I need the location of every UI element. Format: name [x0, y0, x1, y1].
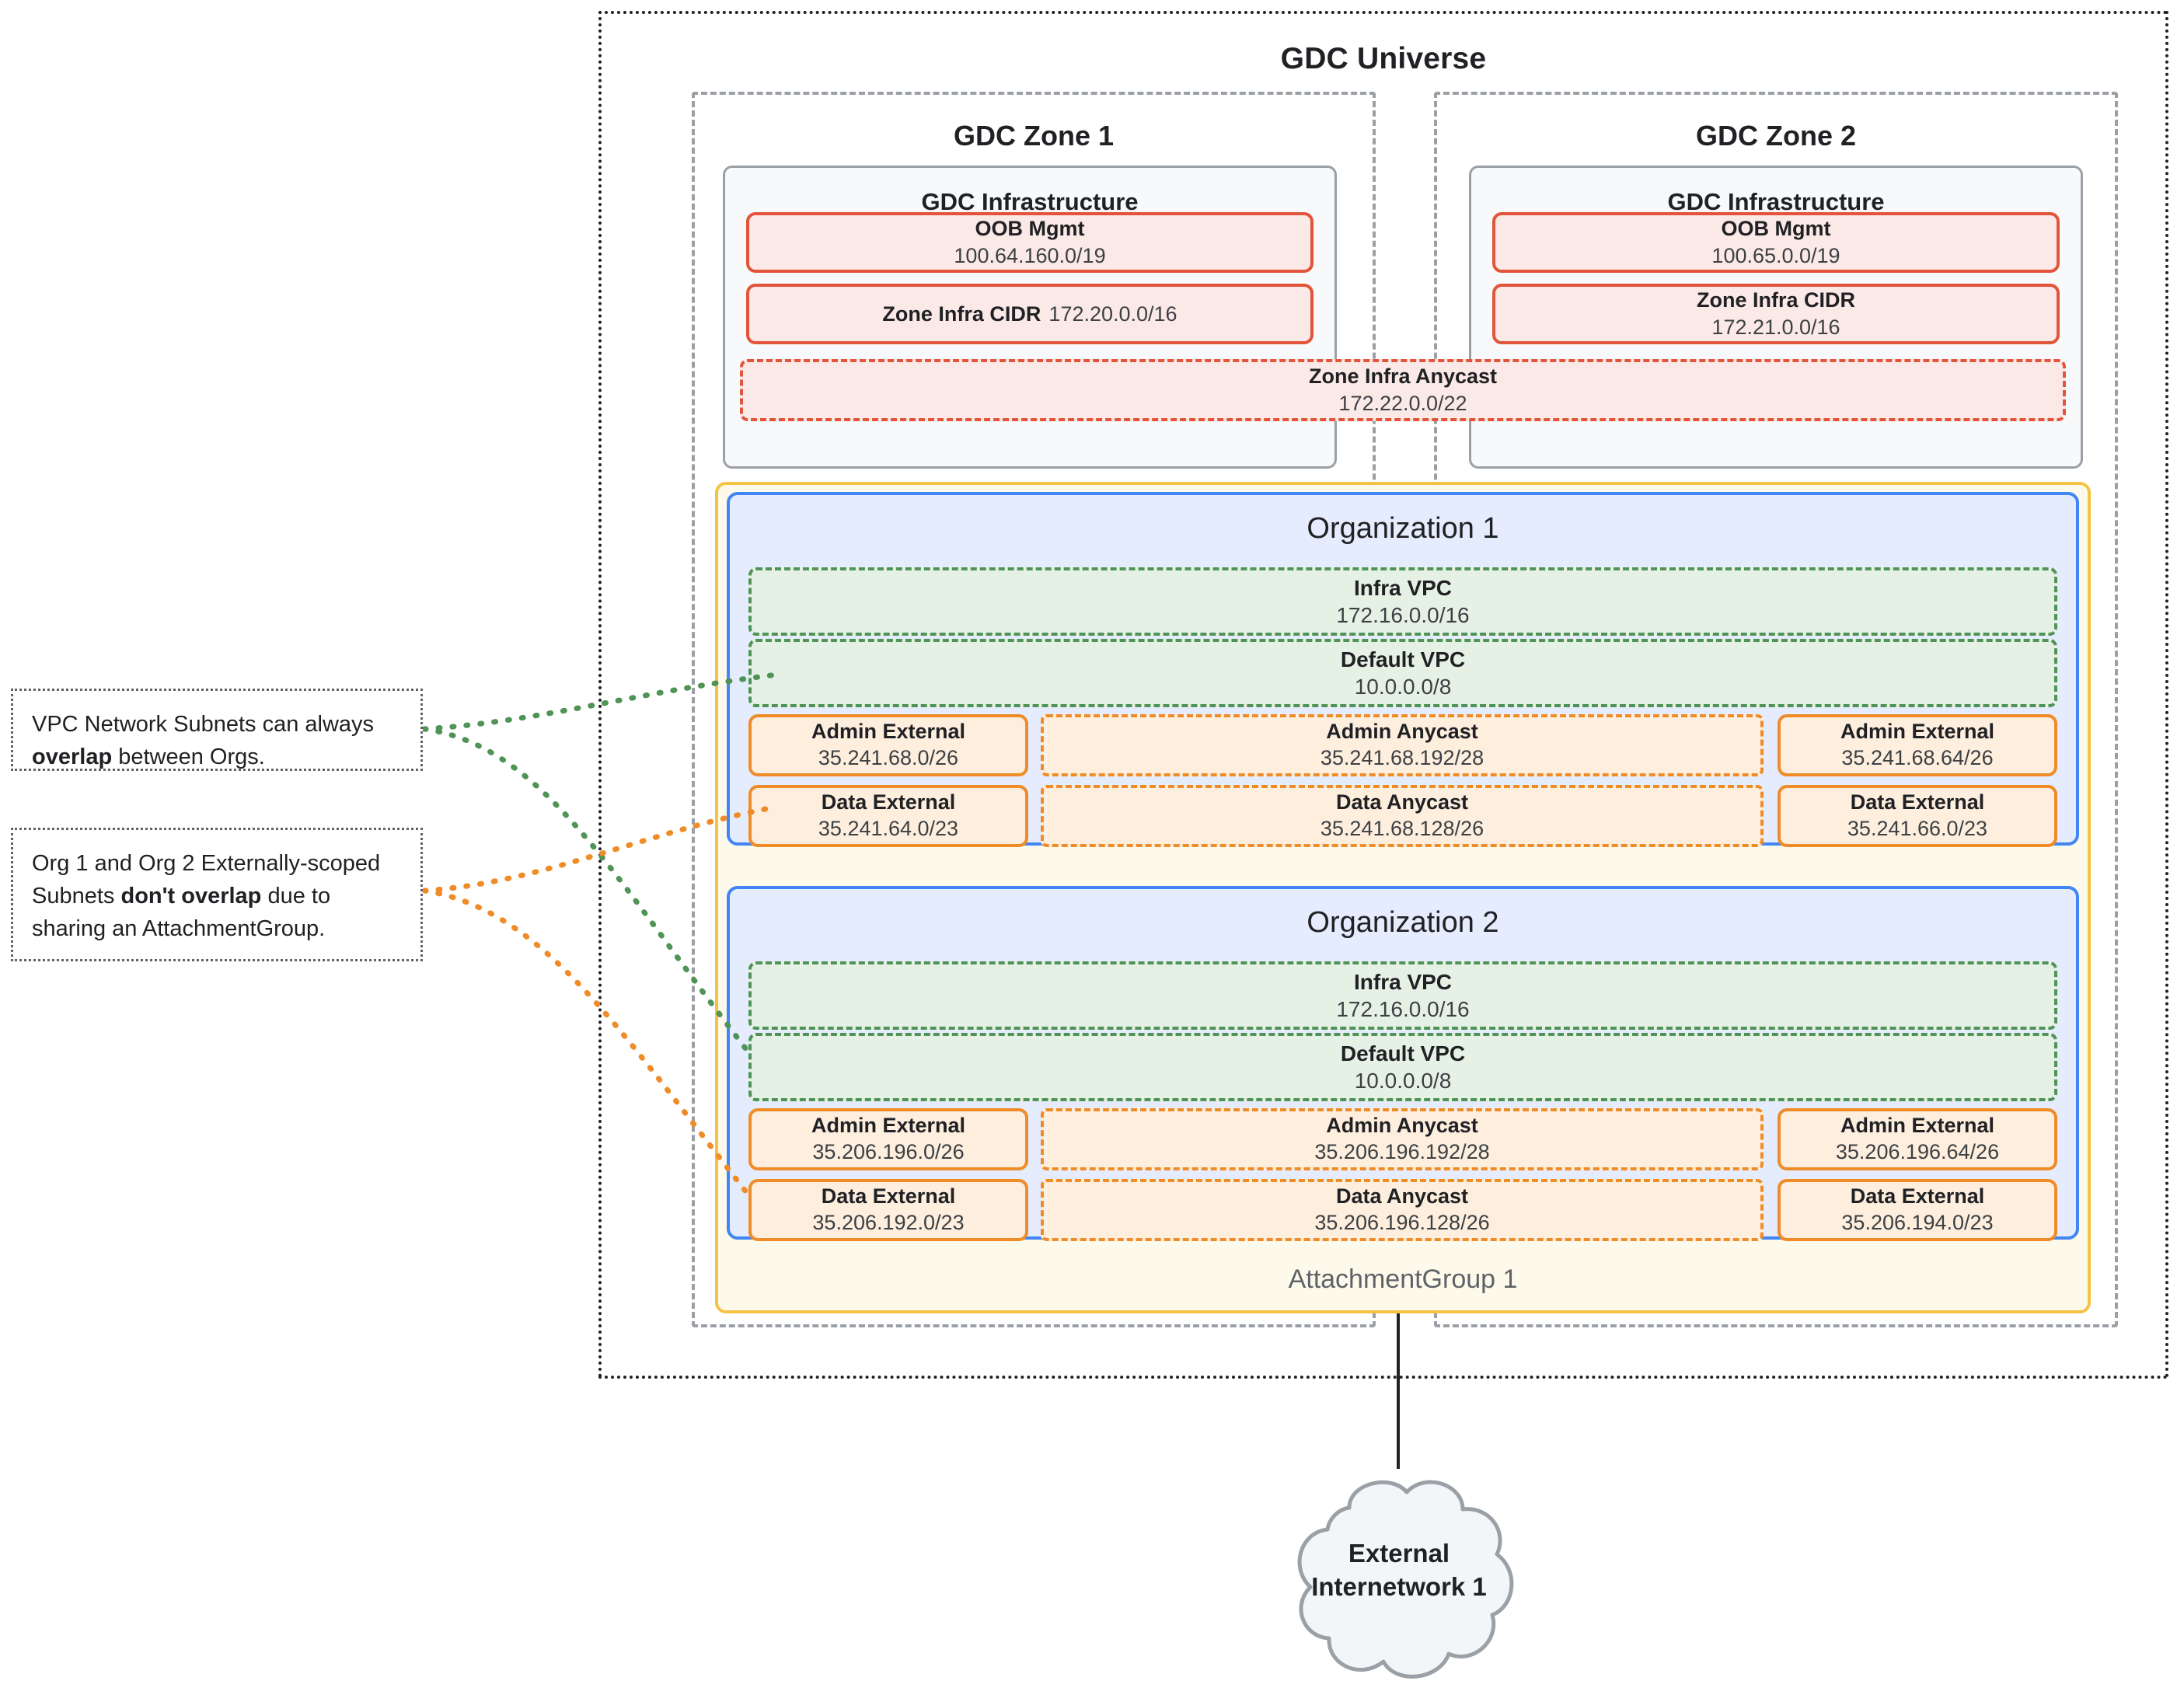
zone-infra-anycast-cidr: 172.22.0.0/22	[1338, 392, 1467, 415]
org-2-admin-external-right-cidr: 35.206.196.64/26	[1835, 1140, 2000, 1163]
org-2-data-external-right: Data External 35.206.194.0/23	[1778, 1179, 2057, 1241]
org-1-default-vpc: Default VPC 10.0.0.0/8	[748, 639, 2057, 707]
org-1-data-external-right-cidr: 35.241.66.0/23	[1847, 817, 1988, 840]
org-1-default-vpc-cidr: 10.0.0.0/8	[1354, 675, 1452, 699]
callout-nooverlap-suffix: due to sharing an AttachmentGroup.	[32, 884, 331, 942]
org-2-infra-vpc: Infra VPC 172.16.0.0/16	[748, 961, 2057, 1030]
gdc-zone-2-title: GDC Zone 2	[1695, 120, 1856, 152]
org-2-admin-anycast-label: Admin Anycast	[1326, 1114, 1478, 1138]
org-1-admin-external-right: Admin External 35.241.68.64/26	[1778, 714, 2057, 776]
org-2-infra-vpc-cidr: 172.16.0.0/16	[1336, 997, 1470, 1021]
uplink-line	[1397, 1313, 1400, 1469]
callout-nooverlap-prefix: Org 1 and Org 2 Externally-scoped Subnet…	[32, 851, 381, 909]
oob-mgmt-zone-1-cidr: 100.64.160.0/19	[954, 244, 1106, 267]
org-1-infra-vpc-cidr: 172.16.0.0/16	[1336, 603, 1470, 627]
gdc-zone-1-title: GDC Zone 1	[953, 120, 1114, 152]
org-2-admin-anycast: Admin Anycast 35.206.196.192/28	[1041, 1108, 1764, 1170]
callout-overlap-suffix: between Orgs.	[112, 745, 265, 770]
org-1-admin-external-left-cidr: 35.241.68.0/26	[818, 746, 959, 769]
external-internetwork-1-cloud: External Internetwork 1	[1259, 1461, 1539, 1694]
zone-infra-cidr-zone-2-label: Zone Infra CIDR	[1696, 288, 1855, 312]
org-2-admin-external-right-label: Admin External	[1840, 1114, 1995, 1138]
org-1-admin-anycast-label: Admin Anycast	[1326, 720, 1478, 744]
org-2-infra-vpc-label: Infra VPC	[1353, 970, 1453, 994]
oob-mgmt-zone-1-label: OOB Mgmt	[975, 217, 1085, 241]
oob-mgmt-zone-1: OOB Mgmt 100.64.160.0/19	[746, 212, 1314, 273]
org-2-data-external-left-cidr: 35.206.192.0/23	[812, 1211, 965, 1234]
oob-mgmt-zone-2-cidr: 100.65.0.0/19	[1711, 244, 1840, 267]
callout-nooverlap-emphasis: don't overlap	[120, 884, 262, 909]
org-1-data-external-left-label: Data External	[821, 790, 956, 814]
org-1-admin-anycast-cidr: 35.241.68.192/28	[1320, 746, 1484, 769]
callout-overlap-prefix: VPC Network Subnets can always	[32, 712, 375, 737]
gdc-infrastructure-zone-1-title: GDC Infrastructure	[921, 188, 1139, 215]
zone-infra-cidr-zone-1-label: Zone Infra CIDR	[882, 302, 1041, 326]
org-2-data-anycast-label: Data Anycast	[1335, 1184, 1469, 1208]
org-2-default-vpc-cidr: 10.0.0.0/8	[1354, 1069, 1452, 1093]
callout-overlap-emphasis: overlap	[32, 745, 113, 770]
org-2-data-external-right-cidr: 35.206.194.0/23	[1841, 1211, 1994, 1234]
oob-mgmt-zone-2: OOB Mgmt 100.65.0.0/19	[1492, 212, 2060, 273]
organization-2-title: Organization 2	[1307, 906, 1499, 939]
organization-2-container: Organization 2 Infra VPC 172.16.0.0/16 D…	[727, 886, 2079, 1241]
attachment-group-1-label: AttachmentGroup 1	[1288, 1264, 1518, 1294]
zone-infra-anycast-label: Zone Infra Anycast	[1308, 364, 1498, 389]
org-2-data-anycast-cidr: 35.206.196.128/26	[1314, 1211, 1490, 1234]
gdc-infrastructure-zone-2-title: GDC Infrastructure	[1667, 188, 1885, 215]
callout-subnets-dont-overlap: Org 1 and Org 2 Externally-scoped Subnet…	[11, 828, 423, 961]
org-2-admin-anycast-cidr: 35.206.196.192/28	[1314, 1140, 1490, 1163]
gdc-universe-title: GDC Universe	[1280, 42, 1487, 75]
zone-infra-cidr-zone-2: Zone Infra CIDR 172.21.0.0/16	[1492, 284, 2060, 344]
org-1-infra-vpc: Infra VPC 172.16.0.0/16	[748, 567, 2057, 636]
org-2-data-external-left-label: Data External	[821, 1184, 956, 1208]
org-1-data-external-right-label: Data External	[1850, 790, 1985, 814]
oob-mgmt-zone-2-label: OOB Mgmt	[1721, 217, 1831, 241]
callout-subnets-overlap: VPC Network Subnets can always overlap b…	[11, 689, 423, 771]
org-2-default-vpc-label: Default VPC	[1340, 1041, 1466, 1065]
org-1-admin-external-right-cidr: 35.241.68.64/26	[1841, 746, 1994, 769]
organization-1-title: Organization 1	[1307, 512, 1499, 545]
org-2-data-external-left: Data External 35.206.192.0/23	[748, 1179, 1028, 1241]
zone-infra-cidr-zone-1-cidr: 172.20.0.0/16	[1048, 302, 1177, 326]
org-1-data-anycast: Data Anycast 35.241.68.128/26	[1041, 785, 1764, 847]
zone-infra-cidr-zone-2-cidr: 172.21.0.0/16	[1711, 316, 1840, 339]
org-2-default-vpc: Default VPC 10.0.0.0/8	[748, 1033, 2057, 1101]
org-2-admin-external-left-cidr: 35.206.196.0/26	[812, 1140, 965, 1163]
org-1-admin-external-left-label: Admin External	[811, 720, 966, 744]
zone-infra-cidr-zone-1: Zone Infra CIDR 172.20.0.0/16	[746, 284, 1314, 344]
org-1-admin-external-left: Admin External 35.241.68.0/26	[748, 714, 1028, 776]
org-2-data-anycast: Data Anycast 35.206.196.128/26	[1041, 1179, 1764, 1241]
org-2-admin-external-left: Admin External 35.206.196.0/26	[748, 1108, 1028, 1170]
org-1-data-external-right: Data External 35.241.66.0/23	[1778, 785, 2057, 847]
organization-1-container: Organization 1 Infra VPC 172.16.0.0/16 D…	[727, 492, 2079, 847]
org-1-data-anycast-label: Data Anycast	[1335, 790, 1469, 814]
org-1-data-anycast-cidr: 35.241.68.128/26	[1320, 817, 1484, 840]
org-2-data-external-right-label: Data External	[1850, 1184, 1985, 1208]
org-1-infra-vpc-label: Infra VPC	[1353, 576, 1453, 600]
org-1-data-external-left: Data External 35.241.64.0/23	[748, 785, 1028, 847]
cloud-icon	[1297, 1480, 1514, 1679]
org-1-data-external-left-cidr: 35.241.64.0/23	[818, 817, 959, 840]
org-1-admin-external-right-label: Admin External	[1840, 720, 1995, 744]
org-2-admin-external-right: Admin External 35.206.196.64/26	[1778, 1108, 2057, 1170]
org-2-admin-external-left-label: Admin External	[811, 1114, 966, 1138]
zone-infra-anycast: Zone Infra Anycast 172.22.0.0/22	[740, 359, 2066, 421]
org-1-admin-anycast: Admin Anycast 35.241.68.192/28	[1041, 714, 1764, 776]
org-1-default-vpc-label: Default VPC	[1340, 647, 1466, 671]
